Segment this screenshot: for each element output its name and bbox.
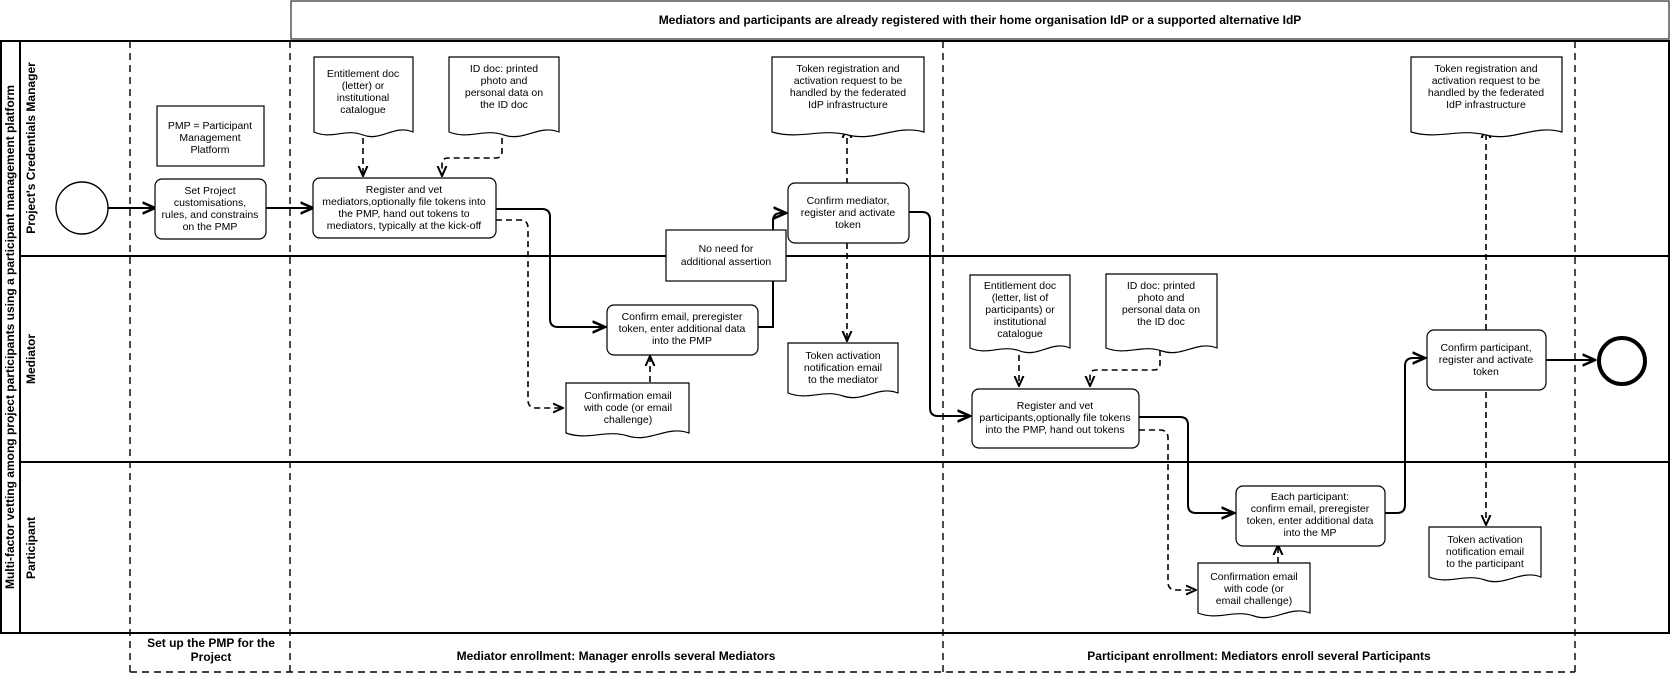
svg-text:Each participant:confirm email: Each participant:confirm email, preregis… xyxy=(1247,491,1374,539)
svg-text:Entitlement doc(letter, list o: Entitlement doc(letter, list ofparticipa… xyxy=(984,280,1056,340)
banner-text: Mediators and participants are already r… xyxy=(659,13,1302,27)
task-each-participant: Each participant:confirm email, preregis… xyxy=(1235,485,1386,547)
phase-separators xyxy=(129,41,1576,673)
pool: Multi-factor vetting among project parti… xyxy=(0,40,1670,634)
top-banner: Mediators and participants are already r… xyxy=(290,0,1670,40)
phase-label-participant: Participant enrollment: Mediators enroll… xyxy=(1087,649,1431,663)
pool-label: Multi-factor vetting among project parti… xyxy=(3,85,17,589)
lane-label-participant: Participant xyxy=(24,517,38,579)
svg-text:Confirm participant,register a: Confirm participant,register and activat… xyxy=(1439,342,1534,378)
svg-text:Confirm mediator,register and: Confirm mediator,register and activateto… xyxy=(801,195,896,231)
sequence-flows xyxy=(108,208,1595,513)
end-event xyxy=(1597,336,1647,386)
lane-label-manager: Project's Credentials Manager xyxy=(24,62,38,234)
lane-label-mediator: Mediator xyxy=(24,334,38,384)
phase-label-mediator: Mediator enrollment: Manager enrolls sev… xyxy=(457,649,776,663)
associations xyxy=(363,128,1486,590)
task-confirm-participant: Confirm participant,register and activat… xyxy=(1426,329,1547,391)
start-event xyxy=(55,181,109,235)
